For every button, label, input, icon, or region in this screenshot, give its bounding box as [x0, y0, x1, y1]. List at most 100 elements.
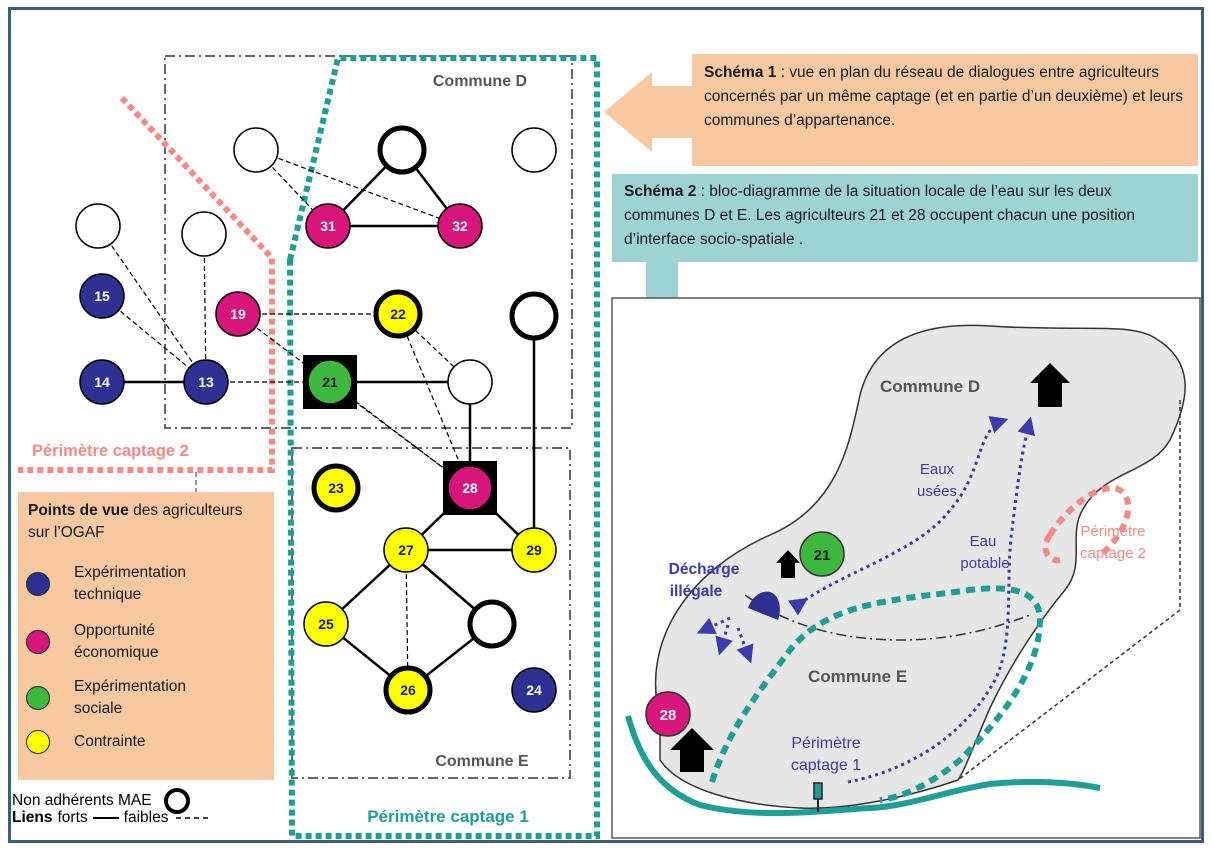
non-adherent-ring-icon	[163, 788, 190, 814]
dump-runoff-1	[696, 616, 731, 635]
node-circle	[383, 665, 433, 715]
legend-label: Expérimentation technique	[74, 564, 187, 603]
map-farmer-28: 28	[645, 691, 691, 737]
farmer-node-19: 19	[215, 291, 261, 337]
node-circle	[383, 527, 429, 573]
schema-2-caption: Schéma 2 : bloc-diagramme de la situatio…	[612, 174, 1198, 262]
dump-runoff-2	[715, 624, 733, 656]
map-commune-e-label: Commune E	[808, 667, 907, 686]
farmer-node-unlabeled	[377, 125, 427, 175]
farmer-node-24: 24	[511, 667, 557, 713]
node-label: 25	[318, 616, 334, 632]
farmer-node-unlabeled	[509, 291, 559, 341]
legend-title-bold: Points de vue	[28, 502, 129, 519]
commune-d-up-arrow	[1030, 363, 1070, 407]
figure-frame	[8, 7, 1204, 843]
node-label: 22	[390, 306, 406, 322]
illegal-dump-icon	[748, 591, 780, 620]
farmer-node-23: 23	[311, 463, 361, 513]
farmer-node-15: 15	[79, 273, 125, 319]
node-circle	[75, 203, 121, 249]
schema-1-caption-title: Schéma 1	[704, 64, 777, 81]
legend-swatch-green	[26, 686, 50, 710]
node-label: 19	[230, 306, 246, 322]
node-label: 24	[526, 682, 542, 698]
node-circle	[311, 463, 361, 513]
svg-text:28: 28	[660, 707, 677, 724]
node-label: 27	[398, 542, 414, 558]
network-schema: Commune D Commune E Périmètre captage 2 …	[18, 55, 600, 839]
node-label: 28	[462, 480, 478, 496]
node-label: 29	[526, 542, 542, 558]
node-circle	[181, 211, 227, 257]
legend-swatch-blue	[26, 572, 50, 596]
node-circle	[183, 359, 229, 405]
schema-2-caption-title: Schéma 2	[624, 183, 697, 200]
legend-item-contrainte: Contrainte	[26, 730, 224, 754]
legend-title: Points de vue des agriculteurs sur l’OGA…	[28, 500, 264, 544]
node-circle	[373, 289, 423, 339]
farmer-node-32: 32	[437, 203, 483, 249]
perimeter-2-label: Périmètre captage 2	[32, 442, 189, 460]
legend-box: Points de vue des agriculteurs sur l’OGA…	[18, 492, 274, 780]
legend-title-rest: des agriculteurs sur l’OGAF	[28, 502, 243, 541]
legend-swatch-yellow	[26, 730, 50, 754]
farmer-node-unlabeled	[511, 127, 557, 173]
node-circle	[509, 291, 559, 341]
river	[625, 715, 1101, 817]
node-circle	[511, 667, 557, 713]
weak-link	[397, 313, 471, 489]
farmer-node-unlabeled	[233, 127, 279, 173]
eaux-usees-line2: usées	[917, 483, 957, 500]
commune-e-boundary	[291, 447, 571, 779]
node-circle	[233, 127, 279, 173]
node-circle	[447, 359, 493, 405]
caption-1-arrow	[604, 72, 692, 152]
map-perimetre-2-line2: captage 2	[1080, 545, 1146, 562]
node-label: 21	[322, 374, 338, 390]
legend-swatch-magenta	[26, 630, 50, 654]
decharge-line2: illégale	[670, 583, 723, 600]
node-circle	[79, 273, 125, 319]
legend-non-adherent-label: Non adhérents MAE	[12, 792, 152, 809]
commune-border	[744, 594, 1031, 641]
node-circle	[305, 203, 351, 249]
legend-non-adherent: Non adhérents MAE	[12, 788, 190, 814]
legend-label: Contrainte	[74, 733, 146, 750]
legend-links-strong: forts	[57, 809, 88, 826]
map-commune-d-label: Commune D	[880, 377, 980, 396]
node-circle	[303, 601, 349, 647]
farmer-node-unlabeled	[75, 203, 121, 249]
node-label: 14	[94, 374, 110, 390]
node-circle	[377, 125, 427, 175]
farmer-node-21: 21	[303, 355, 357, 409]
node-circle	[79, 359, 125, 405]
weak-link-icon	[176, 817, 209, 819]
commune-e-label: Commune E	[435, 753, 529, 770]
farmer-node-unlabeled	[467, 599, 517, 649]
legend-links: Liens forts faibles	[12, 809, 210, 827]
node-circle	[437, 203, 483, 249]
legend-item-expérimentation-technique: Expérimentation technique	[26, 562, 224, 606]
farmer-node-31: 31	[305, 203, 351, 249]
water-catchment-icon	[813, 782, 823, 812]
legend-label: Expérimentation sociale	[74, 678, 187, 717]
wastewater-flow	[788, 416, 1009, 616]
node-circle	[307, 359, 353, 405]
weak-link	[255, 149, 461, 227]
legend-item-opportunite-economique: Opportunité économique	[26, 620, 224, 664]
map-perimetre-2-line1: Périmètre	[1080, 523, 1145, 540]
perimeter-2-outline	[18, 95, 275, 473]
perimeter-1-outline	[286, 55, 600, 839]
svg-text:21: 21	[814, 547, 831, 564]
map-perimetre-1-line2: captage 1	[791, 757, 861, 774]
schema-1-caption-text: : vue en plan du réseau de dialogues ent…	[704, 64, 1184, 129]
block-diagram: 21 28 Commune D Commune E Eaux usées Eau…	[611, 297, 1201, 839]
node-label: 32	[452, 218, 468, 234]
farmer-node-27: 27	[383, 527, 429, 573]
map-farmer-21: 21	[799, 531, 845, 577]
farmer-node-28: 28	[443, 461, 497, 515]
node-circle	[511, 527, 557, 573]
schema-1-caption: Schéma 1 : vue en plan du réseau de dial…	[692, 54, 1198, 166]
